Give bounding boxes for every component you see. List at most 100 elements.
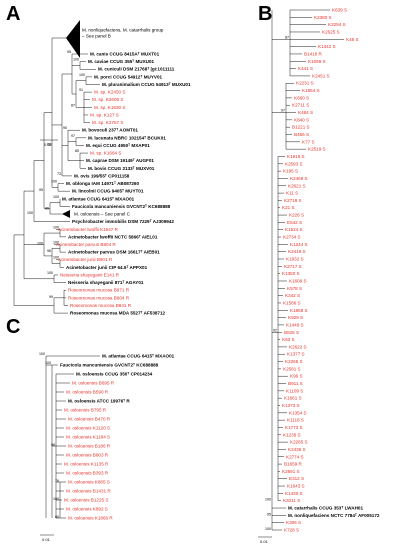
leaf-label: K840 S bbox=[294, 117, 309, 122]
leaf-label: M. osloensis B590 R bbox=[66, 390, 109, 395]
leaf-label: K2419 S bbox=[288, 249, 306, 254]
bootstrap-value: 100 bbox=[53, 225, 59, 229]
leaf-label: K1916 S bbox=[287, 154, 305, 159]
leaf-label: K728 S bbox=[284, 528, 299, 533]
panel-b-scale-bar: 0.01 bbox=[258, 536, 272, 544]
collapsed-clade-triangle bbox=[66, 20, 80, 58]
leaf-label: K2625 S bbox=[322, 29, 340, 34]
bootstrap-value: 100 bbox=[53, 241, 59, 245]
leaf-label: K1059 S bbox=[308, 59, 326, 64]
leaf-label: Faucicola mancuniensis GVCNT2ᵀ KC688888 bbox=[60, 363, 159, 368]
bootstrap-value: 87 bbox=[71, 103, 75, 107]
leaf-label: Roseomonas mucosa B841 R bbox=[70, 303, 132, 308]
bootstrap-value: 100 bbox=[53, 256, 59, 260]
bootstrap-value: 99 bbox=[49, 295, 53, 299]
bootstrap-value: 85 bbox=[75, 149, 79, 153]
leaf-label: K2717 S bbox=[284, 264, 302, 269]
bootstrap-value: 100 bbox=[265, 498, 271, 502]
leaf-label: K195 S bbox=[283, 169, 298, 174]
panel-c-scale-label: 0.01 bbox=[42, 537, 51, 542]
leaf-label: K1609 S bbox=[289, 278, 307, 283]
leaf-label: M. osloensis B1431 R bbox=[66, 489, 111, 494]
leaf-label: M. osloensis K1135 R bbox=[64, 462, 109, 467]
leaf-label: K2711 S bbox=[292, 103, 309, 108]
bootstrap-value: 80 bbox=[55, 515, 59, 519]
leaf-label: K1449 S bbox=[286, 322, 304, 327]
bootstrap-value: 98 bbox=[51, 443, 55, 447]
leaf-label: M. pluranimalium CCUG 54913ᵀ MUXU01 bbox=[102, 82, 191, 87]
bootstrap-value: 91 bbox=[79, 88, 83, 92]
bootstrap-value: 96 bbox=[47, 249, 51, 253]
bootstrap-value: 95 bbox=[39, 188, 43, 192]
panel-b-tree bbox=[271, 9, 344, 531]
leaf-label: – See panel B bbox=[82, 34, 111, 39]
leaf-label: B1221 S bbox=[292, 125, 310, 130]
bootstrap-value: 100 bbox=[73, 58, 79, 62]
bootstrap-value: 97 bbox=[71, 134, 75, 138]
leaf-label: K1377 S bbox=[287, 352, 305, 357]
leaf-label: K226 S bbox=[289, 213, 304, 218]
bootstrap-value: 90 bbox=[63, 126, 67, 130]
leaf-label: M. osloensis B795 R bbox=[64, 408, 107, 413]
panel-a-scale-label: 0.02 bbox=[44, 142, 53, 147]
leaf-label: B456 S bbox=[294, 132, 309, 137]
leaf-label: M. osloensis K1866 R bbox=[68, 516, 113, 521]
leaf-label: Roseomonas mucosa MDA 5527ᵀ AF538712 bbox=[70, 311, 166, 316]
leaf-label: K2622 S bbox=[289, 344, 307, 349]
leaf-label: Acinetobacter parvus B804 R bbox=[56, 242, 116, 247]
leaf-label: K2265 S bbox=[285, 359, 303, 364]
leaf-label: Acinetobacter junii B601 R bbox=[58, 257, 113, 262]
leaf-label: M. osloensis B1225 S bbox=[64, 498, 108, 503]
leaf-label: K1238 S bbox=[283, 432, 301, 437]
leaf-label: K2621 S bbox=[288, 183, 306, 188]
leaf-label: M. lacunata NBRC 102154ᵀ BCUK01 bbox=[88, 135, 166, 140]
leaf-label: Acinetobacter junii CIP 64.5ᵀ APPX01 bbox=[66, 265, 148, 270]
leaf-label: M. osloensis B186 R bbox=[68, 444, 111, 449]
leaf-label: K2231 S bbox=[296, 81, 314, 86]
panel-c-label: C bbox=[6, 316, 20, 338]
leaf-label: B1418 R bbox=[304, 51, 323, 56]
leaf-label: M. osloensis ATCC 19976ᵀ R bbox=[68, 399, 130, 404]
leaf-label: M. osloensis CCUG 350ᵀ CP014234 bbox=[76, 372, 153, 377]
bootstrap-value: 100 bbox=[51, 180, 57, 184]
leaf-label: K484 S bbox=[298, 110, 313, 115]
bootstrap-value: 100 bbox=[265, 527, 271, 531]
leaf-label: M. atlantae CCUG 6415ᵀ MXAO01 bbox=[102, 354, 175, 359]
collapsed-clade-triangle bbox=[62, 210, 70, 219]
leaf-label: Neisseria shayeganii E141 R bbox=[60, 272, 120, 277]
leaf-label: K1430 S bbox=[285, 491, 303, 496]
leaf-label: B911 S bbox=[288, 381, 303, 386]
bootstrap-value: 95 bbox=[267, 512, 271, 516]
leaf-label: M. canis CCUG 8415Aᵀ MUXT01 bbox=[90, 52, 160, 57]
bootstrap-value: 100 bbox=[39, 352, 45, 356]
bootstrap-value: 95 bbox=[67, 50, 71, 54]
leaf-label: B1659 R bbox=[284, 462, 303, 467]
leaf-label: K1524 S bbox=[285, 227, 303, 232]
leaf-label: M. porci CCUG 54912ᵀ MUYV01 bbox=[94, 74, 163, 79]
leaf-label: Acinetobacter lwoffii NCTC 5866ᵀ AIEL01 bbox=[68, 234, 158, 239]
leaf-label: M. osloensis – See panel C bbox=[74, 212, 131, 217]
leaf-label: K3211 S bbox=[283, 498, 300, 503]
leaf-label: K2774 S bbox=[286, 454, 304, 459]
leaf-label: K1354 S bbox=[289, 410, 307, 415]
leaf-label: K2519 S bbox=[308, 147, 326, 152]
leaf-label: K578 S bbox=[287, 286, 302, 291]
panel-b-scale-label: 0.01 bbox=[260, 539, 269, 544]
leaf-label: Roseomonas mucosa B604 R bbox=[68, 295, 130, 300]
bootstrap-value: 100 bbox=[53, 497, 59, 501]
leaf-label: M. osloensis K892 S bbox=[66, 507, 108, 512]
leaf-label: Faucicola mancuniensis GVCNT2ᵀ KC688888 bbox=[72, 204, 171, 209]
panel-a-scale-bar: 0.02 bbox=[40, 139, 58, 147]
leaf-label: M. sp. K1630 S bbox=[94, 105, 125, 110]
leaf-label: M. sp. K1664 S bbox=[90, 151, 121, 156]
leaf-label: M. sp. K2606 S bbox=[92, 97, 123, 102]
leaf-label: K2593 S bbox=[285, 161, 303, 166]
leaf-label: K1932 S bbox=[286, 257, 304, 262]
leaf-label: K1854 S bbox=[302, 88, 320, 93]
leaf-label: Roseomonas mucosa B971 R bbox=[68, 288, 130, 293]
leaf-label: Acinetobacter lwoffii K1947 R bbox=[58, 227, 119, 232]
leaf-label: M. oblonga IAM 14971ᵀ AB087260 bbox=[66, 181, 139, 186]
leaf-label: K342 S bbox=[285, 293, 300, 298]
